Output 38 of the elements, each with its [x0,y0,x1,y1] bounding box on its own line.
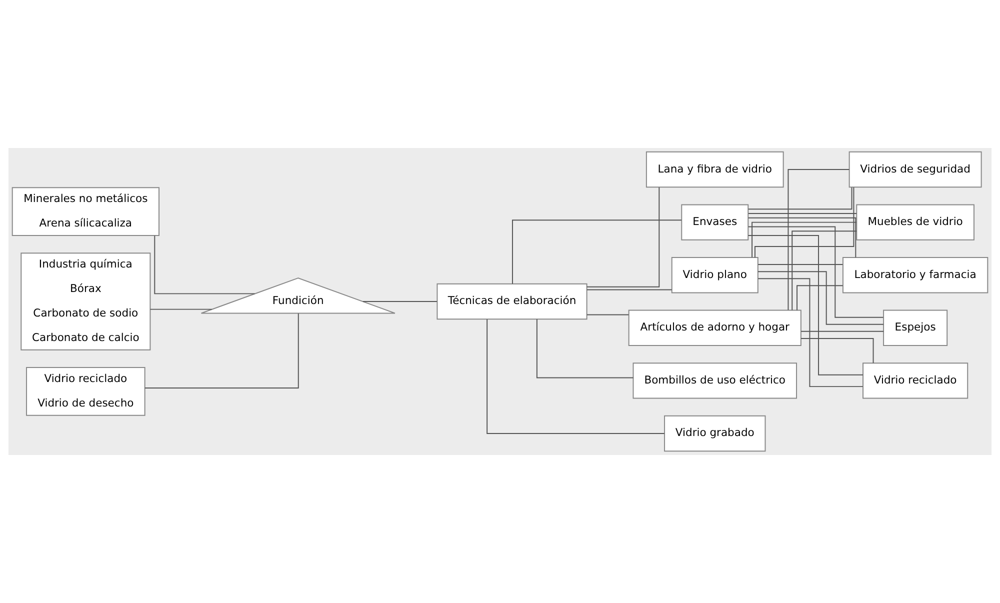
connector [536,318,634,378]
connector [586,186,660,288]
connector [748,235,864,376]
connector [586,314,630,316]
node-box: Minerales no metálicos Arena sílicacaliza [12,187,160,236]
node-box: Vidrio grabado [664,415,766,452]
node-box: Envases [681,204,749,240]
connector [754,186,854,258]
connector [144,313,299,389]
connector [486,318,665,434]
node-box: Bombillos de uso eléctrico [632,362,797,399]
connector [512,220,682,284]
connector [800,330,884,332]
connector [758,278,864,388]
connector [792,230,858,311]
connector [150,308,212,310]
node-box: Espejos [883,310,948,346]
connector [758,271,884,325]
connector [748,186,852,210]
node-box: Vidrios de seguridad [848,151,982,188]
connector [362,301,438,302]
node-box: Muebles de vidrio [856,204,974,240]
connector [748,213,857,214]
connector [800,338,874,364]
node-box: Artículos de adorno y hogar [628,310,802,346]
node-box: Lana y fibra de vidrio [646,151,784,188]
node-box: Vidrio plano [671,257,758,294]
node-box: Laboratorio y farmacia [842,257,988,294]
connector [586,289,672,290]
connector [758,264,844,266]
node-box: Vidrio reciclado Vidrio de desecho [26,367,146,416]
connector [796,285,844,311]
node-box: Técnicas de elaboración [436,283,588,320]
connector [788,169,850,311]
connector [154,235,256,294]
node-box: Vidrio reciclado [862,362,968,399]
node-box: Industria química Bórax Carbonato de sodio Carbonato de calcio [20,252,151,350]
connector [748,226,884,318]
